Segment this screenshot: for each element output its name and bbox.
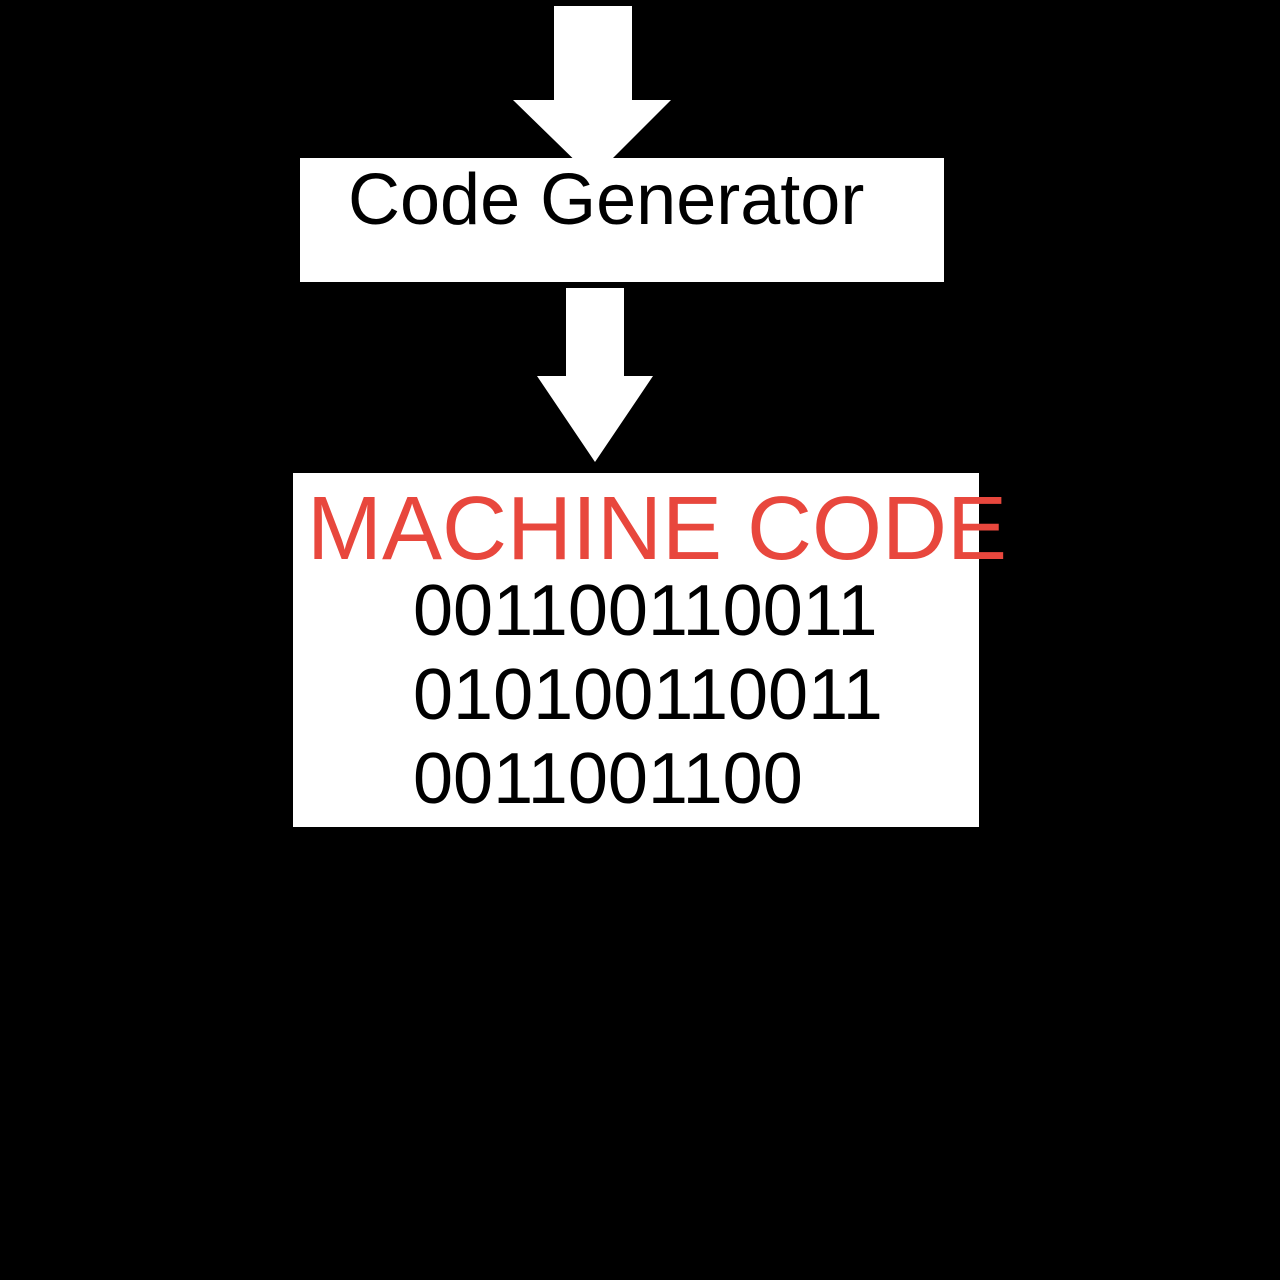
arrow-into-generator-shape bbox=[513, 6, 671, 178]
code-generator-box: Code Generator bbox=[300, 158, 944, 282]
machine-code-title: MACHINE CODE bbox=[307, 479, 1008, 579]
machine-code-box: MACHINE CODE 001100110011 010100110011 0… bbox=[293, 473, 1007, 827]
arrow-to-machine-code-shape bbox=[537, 288, 653, 462]
binary-line: 001100110011 bbox=[413, 571, 878, 651]
binary-line: 0011001100 bbox=[413, 739, 803, 819]
binary-line: 010100110011 bbox=[413, 655, 883, 735]
code-generator-label: Code Generator bbox=[348, 160, 865, 240]
